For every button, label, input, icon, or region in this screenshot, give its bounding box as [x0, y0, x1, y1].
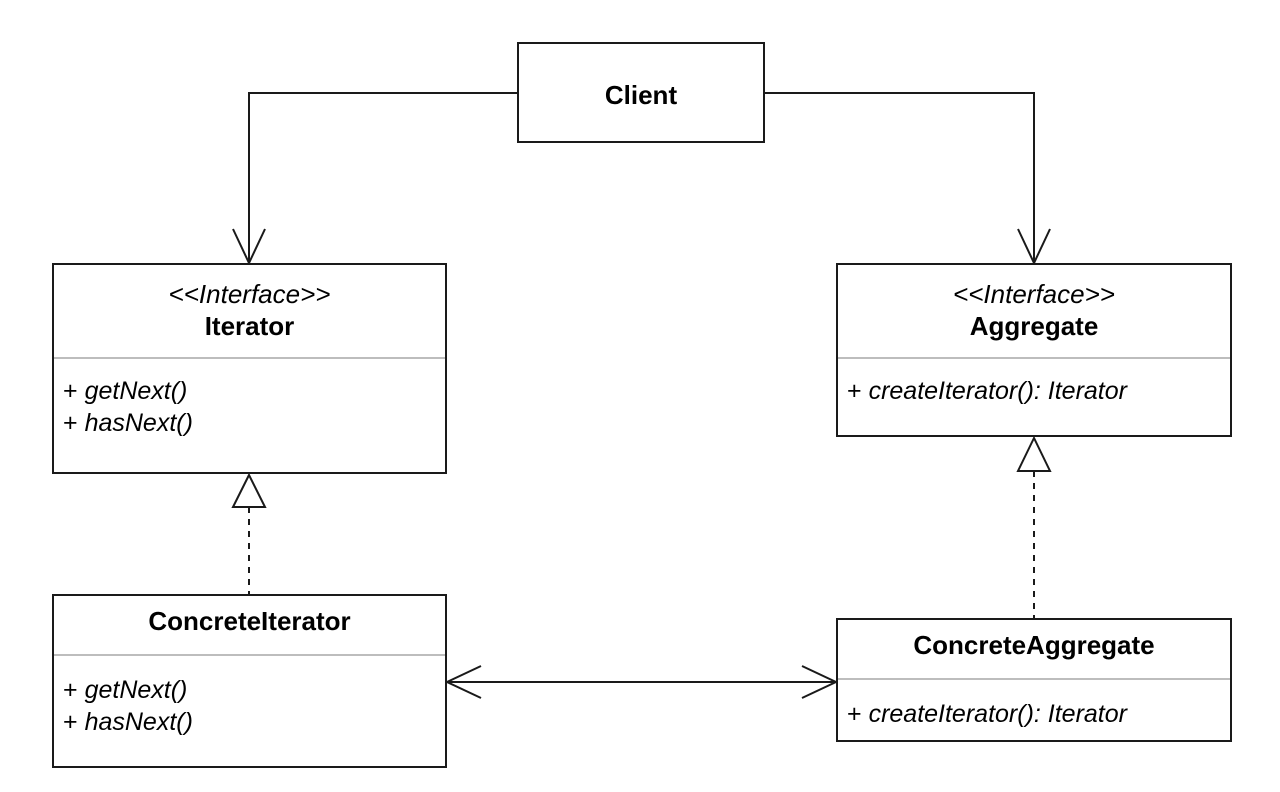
concrete-aggregate-operations: + createIterator(): Iterator: [847, 698, 1127, 730]
concrete-iterator-compartment-divider: [54, 654, 445, 656]
iterator-compartment-divider: [54, 357, 445, 359]
concrete-aggregate-realization-triangle: [1016, 435, 1052, 472]
iterator-operation: + hasNext(): [63, 407, 193, 439]
concrete-iterator-realization-triangle: [231, 472, 267, 508]
concrete-bidirectional-left-arrowhead: [444, 665, 482, 699]
concrete-aggregate-class-box[interactable]: ConcreteAggregate + createIterator(): It…: [836, 618, 1232, 742]
iterator-interface-box[interactable]: <<Interface>> Iterator + getNext() + has…: [52, 263, 447, 474]
concrete-aggregate-operation: + createIterator(): Iterator: [847, 698, 1127, 730]
client-class-name: Client: [604, 80, 678, 110]
aggregate-compartment-divider: [838, 357, 1230, 359]
aggregate-operation: + createIterator(): Iterator: [847, 375, 1127, 407]
operation-visibility: +: [847, 377, 862, 405]
aggregate-class-name: Aggregate: [969, 311, 1099, 341]
concrete-iterator-operations: + getNext() + hasNext(): [63, 674, 193, 738]
iterator-operation: + getNext(): [63, 375, 193, 407]
operation-visibility: +: [63, 377, 78, 405]
aggregate-stereotype: <<Interface>>: [953, 279, 1115, 309]
operation-visibility: +: [63, 708, 78, 736]
client-class-box[interactable]: Client: [517, 42, 765, 143]
iterator-operations: + getNext() + hasNext(): [63, 375, 193, 439]
client-to-aggregate-line: [765, 92, 1035, 263]
concrete-iterator-class-box[interactable]: ConcreteIterator + getNext() + hasNext(): [52, 594, 447, 768]
operation-signature: hasNext(): [84, 708, 193, 736]
operation-visibility: +: [63, 409, 78, 437]
concrete-iterator-class-name: ConcreteIterator: [148, 606, 351, 636]
operation-signature: createIterator(): Iterator: [868, 377, 1127, 405]
concrete-iterator-operation: + getNext(): [63, 674, 193, 706]
concrete-aggregate-compartment-divider: [838, 678, 1230, 680]
aggregate-interface-box[interactable]: <<Interface>> Aggregate + createIterator…: [836, 263, 1232, 437]
operation-signature: getNext(): [84, 377, 188, 405]
concrete-iterator-operation: + hasNext(): [63, 706, 193, 738]
operation-signature: createIterator(): Iterator: [868, 700, 1127, 728]
operation-visibility: +: [847, 700, 862, 728]
operation-visibility: +: [63, 676, 78, 704]
client-to-iterator-line: [248, 92, 517, 263]
iterator-class-name: Iterator: [204, 311, 295, 341]
aggregate-operations: + createIterator(): Iterator: [847, 375, 1127, 407]
operation-signature: hasNext(): [84, 409, 193, 437]
operation-signature: getNext(): [84, 676, 188, 704]
iterator-stereotype: <<Interface>>: [168, 279, 331, 309]
concrete-aggregate-class-name: ConcreteAggregate: [913, 630, 1155, 660]
